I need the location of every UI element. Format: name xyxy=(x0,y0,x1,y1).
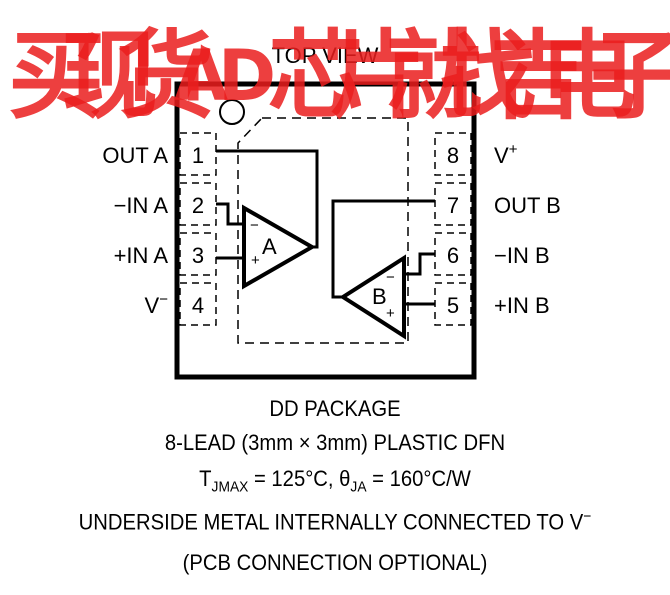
pin-label-out-b: OUT B xyxy=(494,193,561,218)
amp-a-label: A xyxy=(262,234,277,259)
pin-label-minus-in-a: −IN A xyxy=(114,193,169,218)
pin-label-v-plus: V+ xyxy=(494,141,518,168)
pin-number-4: 4 xyxy=(192,293,204,318)
caption-optional: (PCB CONNECTION OPTIONAL) xyxy=(182,550,488,575)
amp-a-triangle xyxy=(242,204,317,290)
pad-8 xyxy=(434,132,472,176)
caption-underside: UNDERSIDE METAL INTERNALLY CONNECTED TO … xyxy=(27,508,643,535)
pad-1 xyxy=(179,132,217,176)
left-pads xyxy=(179,132,217,326)
underside-text: UNDERSIDE METAL INTERNALLY CONNECTED TO … xyxy=(78,509,584,535)
amplifier-a: A − + xyxy=(216,149,319,290)
pin-label-v-plus-sup: + xyxy=(509,141,518,158)
thermal-theta-sub: JA xyxy=(350,478,367,496)
amp-b-plus-sign: + xyxy=(386,305,395,322)
amp-a-inverting-wire xyxy=(216,202,244,226)
view-label: TOP VIEW xyxy=(272,43,379,68)
thermal-t: T xyxy=(199,466,212,491)
pin-number-5: 5 xyxy=(447,293,459,318)
caption-thermal: TJMAX = 125°C, θJA = 160°C/W xyxy=(27,466,643,495)
amp-b-minus-sign: − xyxy=(386,269,395,286)
amp-a-output-wire xyxy=(216,149,319,249)
thermal-t-sub: JMAX xyxy=(211,478,249,496)
pin-number-1: 1 xyxy=(192,143,204,168)
amp-a-minus-sign: − xyxy=(250,217,259,234)
pad-2 xyxy=(179,182,217,226)
pin1-indicator xyxy=(219,99,245,125)
pad-3 xyxy=(179,232,217,276)
thermal-end: = 160°C/W xyxy=(366,466,471,491)
pin-number-6: 6 xyxy=(447,243,459,268)
pin-number-2: 2 xyxy=(192,193,204,218)
amp-b-inverting-wire xyxy=(404,252,435,276)
caption-package: DD PACKAGE xyxy=(269,396,401,421)
pin-label-plus-in-a: +IN A xyxy=(114,243,169,268)
package-outline xyxy=(174,81,477,380)
amp-b-label: B xyxy=(372,284,387,309)
amp-a-plus-sign: + xyxy=(251,252,260,269)
pin-label-minus-in-b: −IN B xyxy=(494,243,550,268)
pin-number-7: 7 xyxy=(447,193,459,218)
pin-label-out-a: OUT A xyxy=(102,143,168,168)
amp-b-output-wire xyxy=(331,199,435,299)
pin-number-3: 3 xyxy=(192,243,204,268)
amp-b-triangle xyxy=(339,254,406,340)
pad-7 xyxy=(434,182,472,226)
pin-label-v-plus-base: V xyxy=(494,143,509,168)
pad-4 xyxy=(179,282,217,326)
pin-label-plus-in-b: +IN B xyxy=(494,293,550,318)
thermal-mid: = 125°C, θ xyxy=(248,466,351,491)
pin-number-8: 8 xyxy=(447,143,459,168)
pin-label-v-minus: V− xyxy=(145,291,169,318)
underside-sup: − xyxy=(583,508,592,525)
pin-label-v-minus-base: V xyxy=(145,293,160,318)
caption-lead: 8-LEAD (3mm × 3mm) PLASTIC DFN xyxy=(164,430,506,455)
amplifier-b: B − + xyxy=(331,199,435,340)
exposed-pad-outline xyxy=(237,117,409,344)
pinout-diagram: TOP VIEW 1 2 3 4 8 7 6 5 OUT A −IN A +IN… xyxy=(102,43,561,380)
pin-label-v-minus-sup: − xyxy=(159,291,168,308)
